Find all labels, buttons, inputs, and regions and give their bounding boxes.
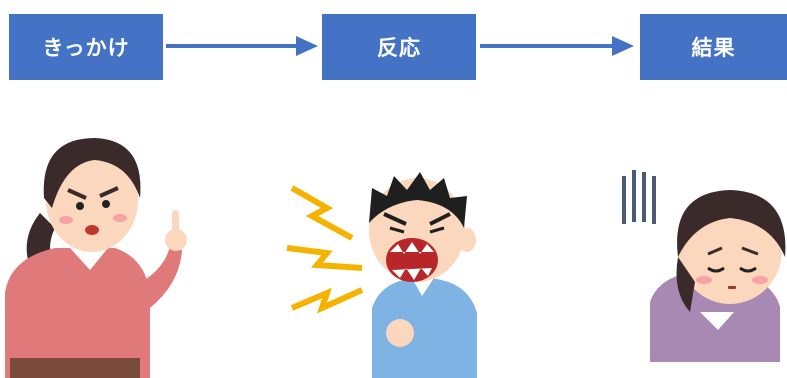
- arrow-reaction-to-result: [480, 36, 634, 56]
- stage-trigger-box: きっかけ: [9, 14, 163, 80]
- dejected-woman-icon: [622, 170, 786, 362]
- arrow-trigger-to-reaction: [166, 36, 318, 56]
- stage-result-label: 結果: [691, 36, 736, 60]
- shouting-boy-icon: [286, 172, 477, 378]
- scolding-mother-icon: [5, 138, 187, 378]
- stage-result-box: 結果: [640, 14, 787, 80]
- stage-trigger-label: きっかけ: [42, 36, 130, 60]
- stage-reaction-box: 反応: [322, 14, 476, 80]
- stage-reaction-label: 反応: [377, 36, 421, 60]
